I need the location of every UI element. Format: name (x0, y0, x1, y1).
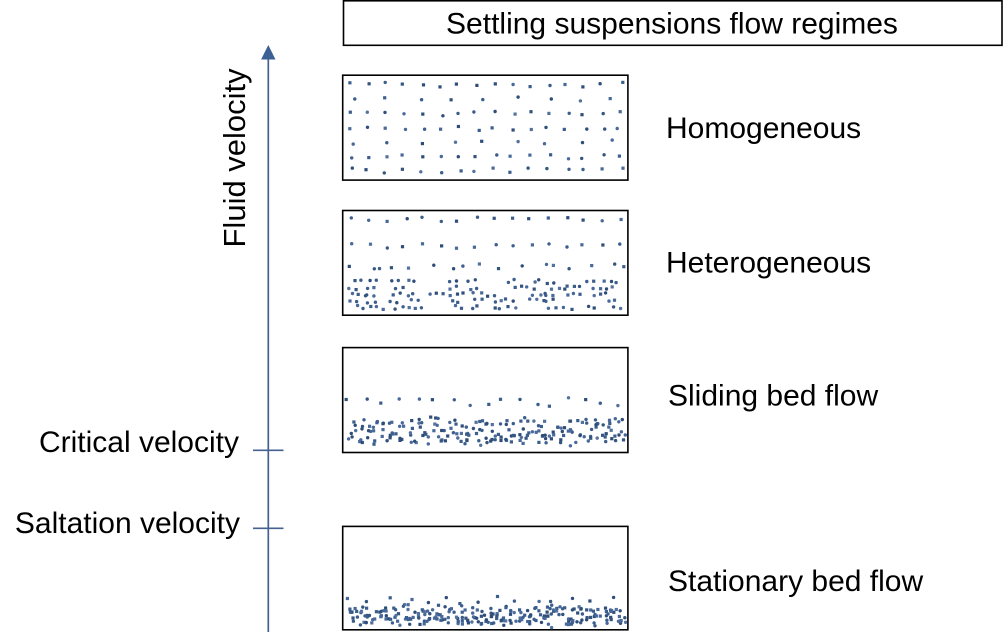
svg-text:Saltation velocity: Saltation velocity (15, 507, 240, 540)
svg-text:Stationary bed flow: Stationary bed flow (668, 565, 923, 598)
svg-text:Critical velocity: Critical velocity (39, 426, 239, 459)
svg-text:Sliding bed flow: Sliding bed flow (668, 380, 878, 413)
svg-text:Heterogeneous: Heterogeneous (666, 247, 871, 280)
svg-text:Homogeneous: Homogeneous (666, 112, 861, 145)
svg-text:Fluid velocity: Fluid velocity (217, 68, 252, 248)
svg-text:Settling suspensions flow regi: Settling suspensions flow regimes (446, 8, 898, 41)
